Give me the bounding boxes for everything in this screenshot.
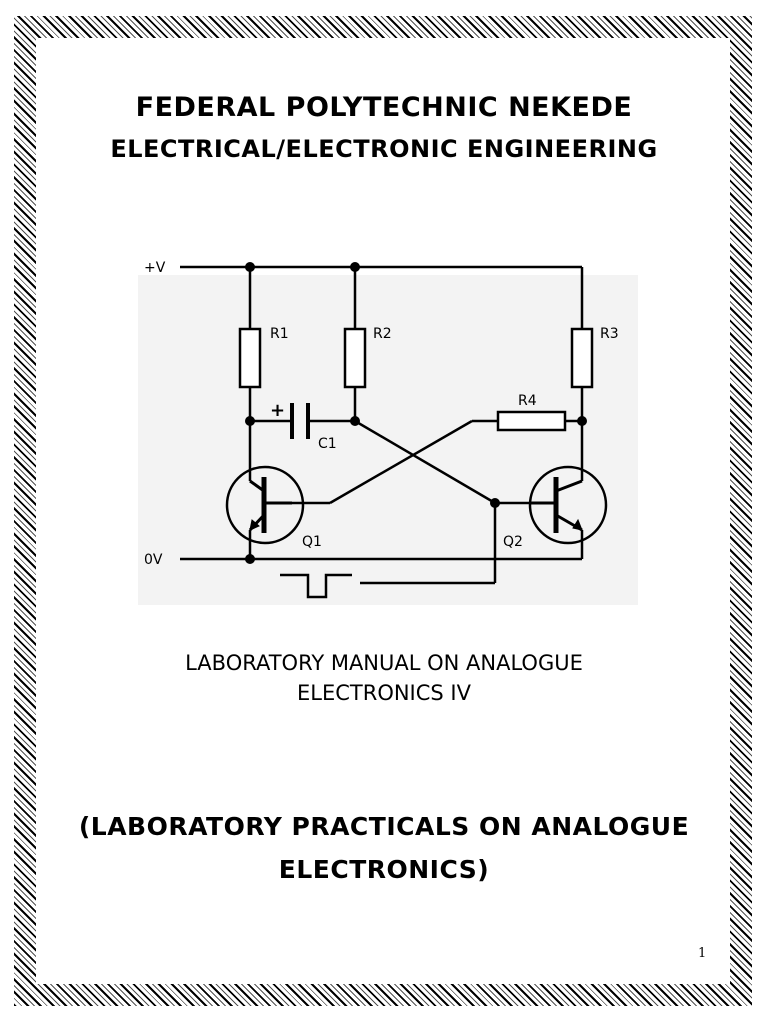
page-number: 1 (698, 946, 707, 961)
label-r4: R4 (518, 393, 537, 409)
label-r1: R1 (270, 326, 289, 342)
label-0v: 0V (144, 552, 163, 568)
subtitle-line1: (LABORATORY PRACTICALS ON ANALOGUE (78, 812, 690, 841)
label-r3: R3 (600, 326, 619, 342)
monostable-circuit-diagram: +V 0V R1 R2 R3 R4 C1 + Q1 Q2 (138, 260, 638, 605)
label-vplus: +V (144, 260, 166, 276)
label-cap-plus: + (270, 400, 285, 421)
capacitor-c1 (290, 403, 310, 439)
department-title: ELECTRICAL/ELECTRONIC ENGINEERING (110, 135, 658, 163)
label-q2: Q2 (503, 534, 523, 550)
junction-dots (245, 262, 587, 564)
manual-title-line1: LABORATORY MANUAL ON ANALOGUE (185, 651, 583, 675)
label-c1: C1 (318, 436, 337, 452)
transistor-q2 (530, 477, 583, 533)
circuit-wires (180, 265, 608, 599)
label-q1: Q1 (302, 534, 322, 550)
resistors (238, 327, 594, 432)
resistor-r3 (570, 327, 594, 389)
resistor-r2 (343, 327, 367, 389)
resistor-r1 (238, 327, 262, 389)
institution-title: FEDERAL POLYTECHNIC NEKEDE (135, 92, 633, 123)
transistor-q1 (248, 477, 292, 533)
resistor-r4 (496, 410, 567, 432)
manual-title-line2: ELECTRONICS IV (297, 681, 471, 705)
subtitle-line2: ELECTRONICS) (278, 855, 490, 884)
label-r2: R2 (373, 326, 392, 342)
